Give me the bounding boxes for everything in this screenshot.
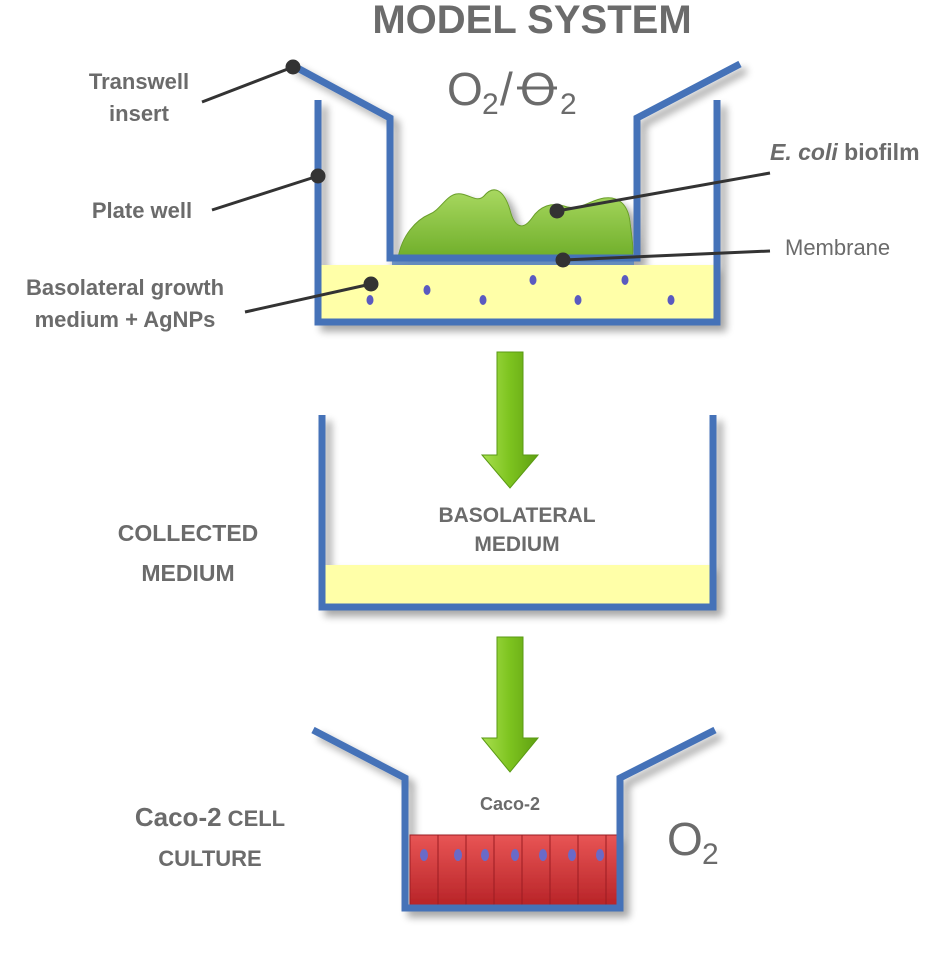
agnp-dot (621, 275, 629, 285)
collected-well (318, 415, 717, 611)
caco-cell (409, 834, 439, 906)
cell-nuclei (420, 849, 604, 861)
agnp-particles (366, 275, 675, 305)
label-caco-culture-name: Caco-2 (135, 802, 222, 832)
label-biofilm-italic: E. coli (770, 139, 838, 165)
label-caco-inner: Caco-2 (480, 794, 540, 814)
agnp-dot (529, 275, 537, 285)
callout-transwell-dot (285, 59, 301, 75)
label-basolateral-medium-line1: BASOLATERAL (438, 504, 595, 527)
callout-biofilm (556, 171, 771, 213)
collected-medium-fill (325, 565, 710, 605)
label-collected-line2: MEDIUM (141, 560, 234, 586)
oxygen-bottom-sub: 2 (702, 838, 719, 871)
cell-nucleus (511, 849, 519, 861)
caco-cell (605, 834, 619, 906)
collected-medium-well (318, 415, 717, 611)
callout-membrane (562, 249, 771, 262)
callout-plate-well-dot (310, 168, 326, 184)
oxygen-top-label: O 2 / O 2 (447, 63, 577, 121)
agnp-dot (667, 295, 675, 305)
cell-nucleus (481, 849, 489, 861)
down-arrow-1 (480, 351, 540, 489)
callout-basolateral-dot (363, 276, 379, 292)
label-basolateral-line1: Basolateral growth (26, 275, 224, 300)
caco-cell (577, 834, 607, 906)
agnp-dot (479, 295, 487, 305)
label-transwell-line1: Transwell (89, 69, 189, 94)
label-membrane: Membrane (785, 235, 890, 260)
callout-biofilm-dot (549, 203, 565, 219)
label-collected-line1: COLLECTED (118, 520, 259, 546)
title: MODEL SYSTEM (372, 0, 691, 42)
agnp-dot (366, 295, 374, 305)
plate-well-assembly (288, 60, 742, 326)
plate-well (314, 100, 721, 326)
label-biofilm-rest: biofilm (838, 139, 920, 165)
cell-nucleus (596, 849, 604, 861)
label-biofilm: E. coli biofilm (770, 139, 920, 165)
label-caco-culture-line1: Caco-2 CELL (135, 802, 285, 832)
caco-culture-well (311, 726, 717, 912)
oxygen-top-struck-sub: 2 (560, 88, 577, 121)
oxygen-top-base: O (447, 63, 483, 115)
caco-cell (437, 834, 467, 906)
caco-cell (549, 834, 579, 906)
cell-nucleus (539, 849, 547, 861)
agnp-dot (574, 295, 582, 305)
callout-lines (201, 59, 771, 314)
label-basolateral-medium-line2: MEDIUM (474, 533, 559, 556)
caco-cell (493, 834, 523, 906)
cell-nucleus (568, 849, 576, 861)
oxygen-top-sub: 2 (482, 88, 499, 121)
callout-membrane-dot (555, 252, 571, 268)
cell-nucleus (420, 849, 428, 861)
caco-cell (521, 834, 551, 906)
cell-nucleus (454, 849, 462, 861)
caco-cell-layer (409, 834, 619, 906)
label-plate-well: Plate well (92, 198, 192, 223)
ecoli-biofilm (397, 189, 634, 259)
caco-cell (465, 834, 495, 906)
caco-insert (311, 726, 717, 912)
label-transwell-line2: insert (109, 101, 170, 126)
callout-plate-well (211, 174, 319, 212)
agnp-dot (423, 285, 431, 295)
transwell-insert (288, 60, 742, 262)
callout-basolateral (244, 282, 372, 314)
down-arrow-2 (480, 636, 540, 773)
label-caco-culture-cell: CELL (222, 806, 286, 831)
label-caco-culture-line2: CULTURE (158, 846, 261, 871)
oxygen-bottom-label: O 2 (667, 813, 719, 871)
label-basolateral-line2: medium + AgNPs (35, 307, 216, 332)
callout-transwell (201, 65, 294, 104)
oxygen-bottom-base: O (667, 813, 703, 865)
oxygen-top-slash: / (500, 63, 513, 115)
basolateral-medium-fill (320, 265, 715, 320)
